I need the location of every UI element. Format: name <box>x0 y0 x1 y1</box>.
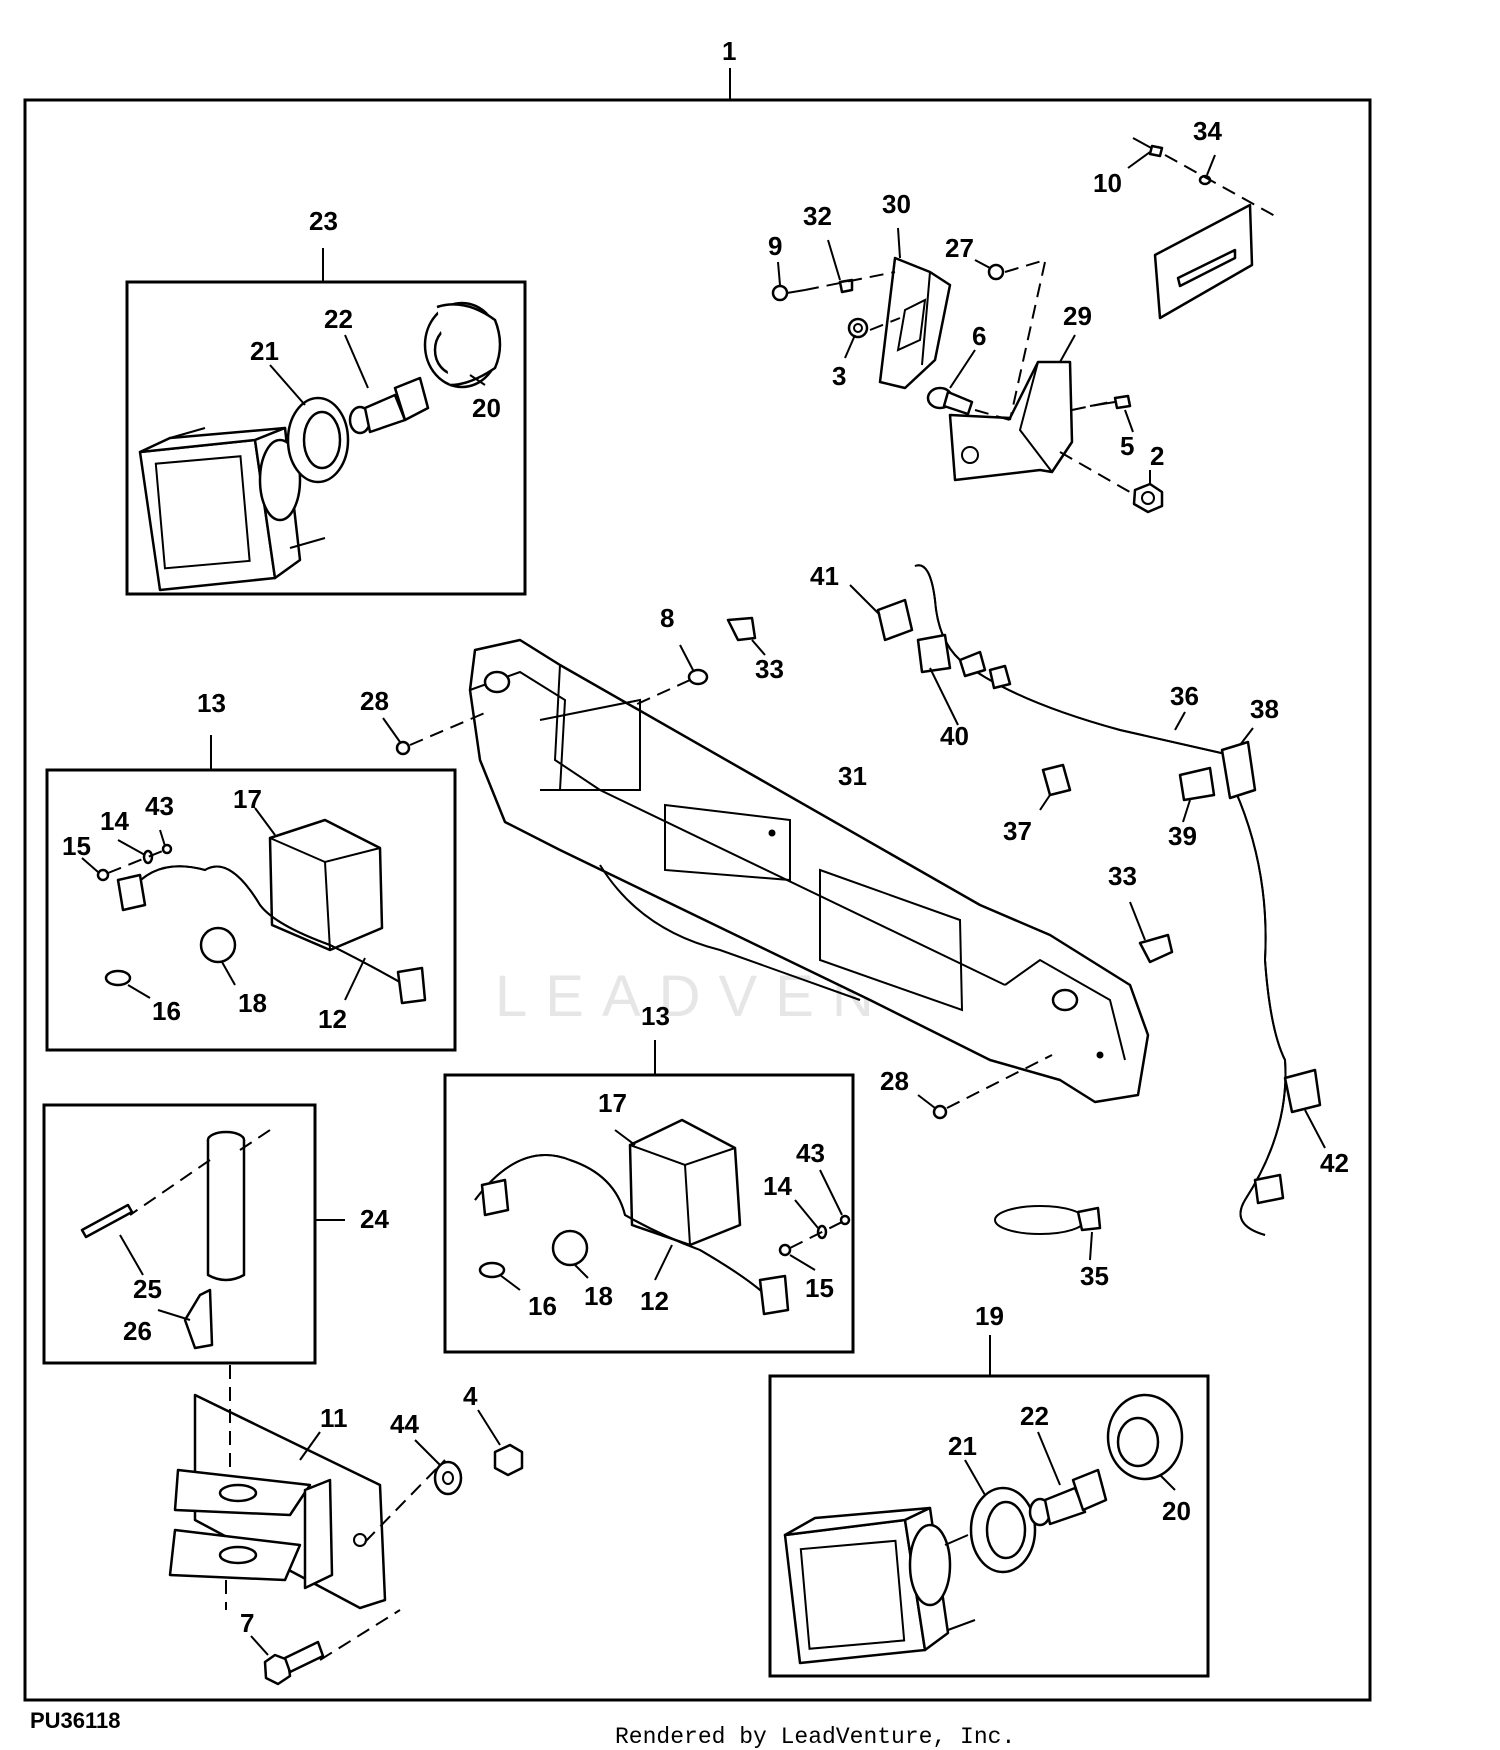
callout-25: 25 <box>133 1274 162 1304</box>
decal-plate[interactable] <box>1127 137 1276 320</box>
callout-43-right: 43 <box>796 1138 825 1168</box>
callout-6: 6 <box>972 321 986 351</box>
render-credit: Rendered by LeadVenture, Inc. <box>615 1724 1015 1750</box>
callout-34: 34 <box>1193 116 1222 146</box>
callout-22: 22 <box>324 304 353 334</box>
tail-light-assembly-left[interactable] <box>45 735 457 1052</box>
callout-27: 27 <box>945 233 974 263</box>
callout-14-right: 14 <box>763 1171 792 1201</box>
callout-24: 24 <box>360 1204 389 1234</box>
tail-light-assembly-right[interactable] <box>443 1040 855 1354</box>
callout-13-left: 13 <box>197 688 226 718</box>
callout-16-left: 16 <box>152 996 181 1026</box>
callout-14-left: 14 <box>100 806 129 836</box>
callout-17-right: 17 <box>598 1088 627 1118</box>
callout-15-right: 15 <box>805 1273 834 1303</box>
figure-id: PU36118 <box>30 1708 121 1733</box>
callout-4: 4 <box>463 1381 478 1411</box>
callout-21-bottom: 21 <box>948 1431 977 1461</box>
callout-39: 39 <box>1168 821 1197 851</box>
callout-37: 37 <box>1003 816 1032 846</box>
hitch-hardware[interactable] <box>250 1409 524 1686</box>
callout-labels: 1 23 22 21 20 9 32 30 27 3 6 29 5 2 10 3… <box>62 36 1349 1638</box>
headlight-assembly-top[interactable] <box>125 248 527 596</box>
callout-16-right: 16 <box>528 1291 557 1321</box>
callout-15-left: 15 <box>62 831 91 861</box>
callout-43-left: 43 <box>145 791 174 821</box>
hitch-pin-assembly[interactable] <box>42 1103 345 1365</box>
callout-21: 21 <box>250 336 279 366</box>
callout-36: 36 <box>1170 681 1199 711</box>
callout-18-left: 18 <box>238 988 267 1018</box>
callout-2: 2 <box>1150 441 1164 471</box>
headlight-assembly-bottom[interactable] <box>768 1335 1210 1678</box>
callout-38: 38 <box>1250 694 1279 724</box>
tail-light-box-13-left <box>45 768 457 1052</box>
callout-5: 5 <box>1120 431 1134 461</box>
hitch-bracket[interactable] <box>168 1365 446 1661</box>
callout-29: 29 <box>1063 301 1092 331</box>
callout-20-bottom: 20 <box>1162 1496 1191 1526</box>
mounting-bracket-assembly[interactable] <box>771 227 1164 514</box>
tail-light-box-13-right <box>443 1073 855 1354</box>
bumper-hardware[interactable] <box>382 616 1174 1120</box>
callout-28-top: 28 <box>360 686 389 716</box>
headlight-box-23 <box>125 280 527 596</box>
callout-17-left: 17 <box>233 784 262 814</box>
callout-8: 8 <box>660 603 674 633</box>
callout-33-top: 33 <box>755 654 784 684</box>
callout-19: 19 <box>975 1301 1004 1331</box>
wiring-harness[interactable] <box>849 564 1326 1236</box>
callout-11: 11 <box>320 1403 348 1433</box>
hitch-pin-box-24 <box>42 1103 317 1365</box>
callout-9: 9 <box>768 231 782 261</box>
callout-13-right: 13 <box>641 1001 670 1031</box>
callout-12-left: 12 <box>318 1004 347 1034</box>
callout-28-right: 28 <box>880 1066 909 1096</box>
callout-18-right: 18 <box>584 1281 613 1311</box>
callout-42: 42 <box>1320 1148 1349 1178</box>
callout-35: 35 <box>1080 1261 1109 1291</box>
callout-44: 44 <box>390 1409 419 1439</box>
callout-1: 1 <box>722 36 736 66</box>
callout-3: 3 <box>832 361 846 391</box>
callout-22-bottom: 22 <box>1020 1401 1049 1431</box>
callout-40: 40 <box>940 721 969 751</box>
callout-31: 31 <box>838 761 867 791</box>
callout-10: 10 <box>1093 168 1122 198</box>
callout-41: 41 <box>810 561 839 591</box>
callout-33-right: 33 <box>1108 861 1137 891</box>
callout-26: 26 <box>123 1316 152 1346</box>
callout-30: 30 <box>882 189 911 219</box>
callout-32: 32 <box>803 201 832 231</box>
callout-20: 20 <box>472 393 501 423</box>
callout-23: 23 <box>309 206 338 236</box>
assembly-frame <box>23 98 1372 1702</box>
callout-7: 7 <box>240 1608 254 1638</box>
bumper-hood[interactable] <box>468 638 1150 1104</box>
cable-tie[interactable] <box>994 1205 1102 1261</box>
callout-12-right: 12 <box>640 1286 669 1316</box>
